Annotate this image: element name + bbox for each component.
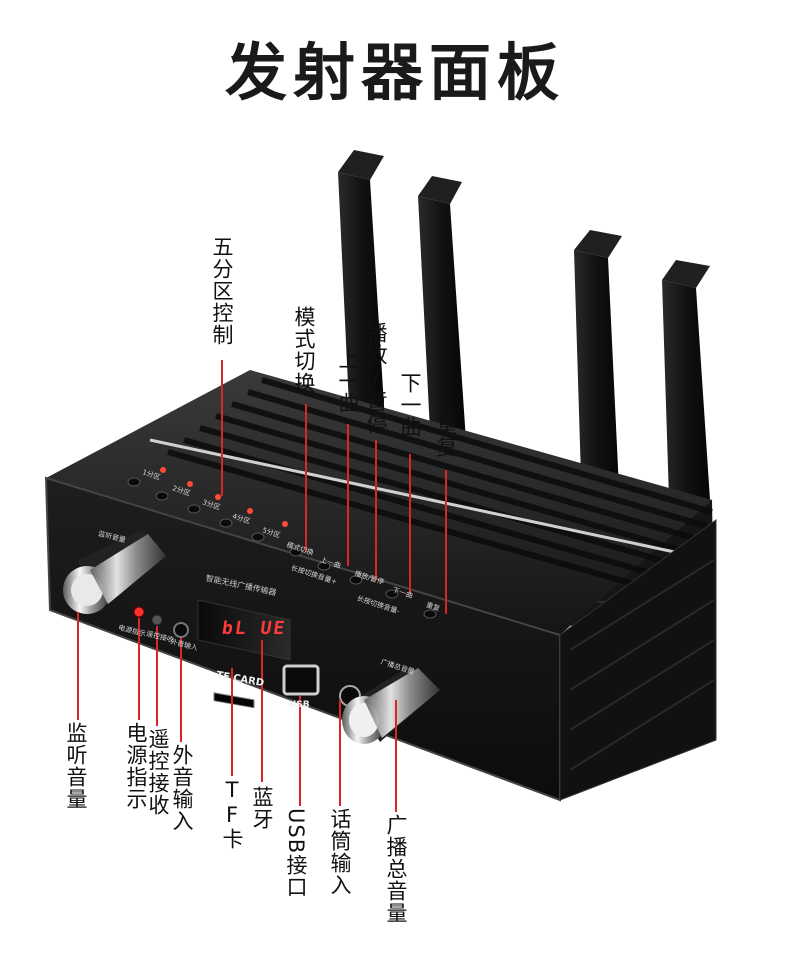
lcd-display: bL UE xyxy=(220,618,288,639)
label-zone-control: 五分区控制 xyxy=(210,236,234,346)
label-master-volume: 广播总音量 xyxy=(384,814,408,924)
antenna-2 xyxy=(418,176,468,470)
label-power-indicator: 电源指示 xyxy=(124,722,148,810)
label-usb-port: USB接口 xyxy=(284,808,308,899)
label-aux-input: 外音输入 xyxy=(170,744,194,832)
zone-button-row xyxy=(127,467,437,619)
antenna-4 xyxy=(662,260,712,530)
label-next-track: 下一曲 xyxy=(398,372,422,438)
antenna-1 xyxy=(338,150,388,470)
label-tf-card: TF卡 xyxy=(220,778,244,850)
label-mic-input: 话筒输入 xyxy=(328,808,352,896)
antenna-3 xyxy=(574,230,622,510)
label-play-pause: 播放/暂停 xyxy=(364,322,388,435)
label-monitor-volume: 监听音量 xyxy=(64,722,88,810)
page-title: 发射器面板 xyxy=(224,36,565,109)
monitor-volume-knob[interactable] xyxy=(63,530,166,614)
label-remote-receive: 遥控接收 xyxy=(146,728,170,816)
label-mode-switch: 模式切换 xyxy=(292,306,316,394)
usb-label: USB xyxy=(289,700,310,710)
label-bluetooth: 蓝牙 xyxy=(250,786,274,830)
label-prev-track: 上一曲 xyxy=(336,348,360,414)
label-repeat: 重复 xyxy=(434,414,458,458)
